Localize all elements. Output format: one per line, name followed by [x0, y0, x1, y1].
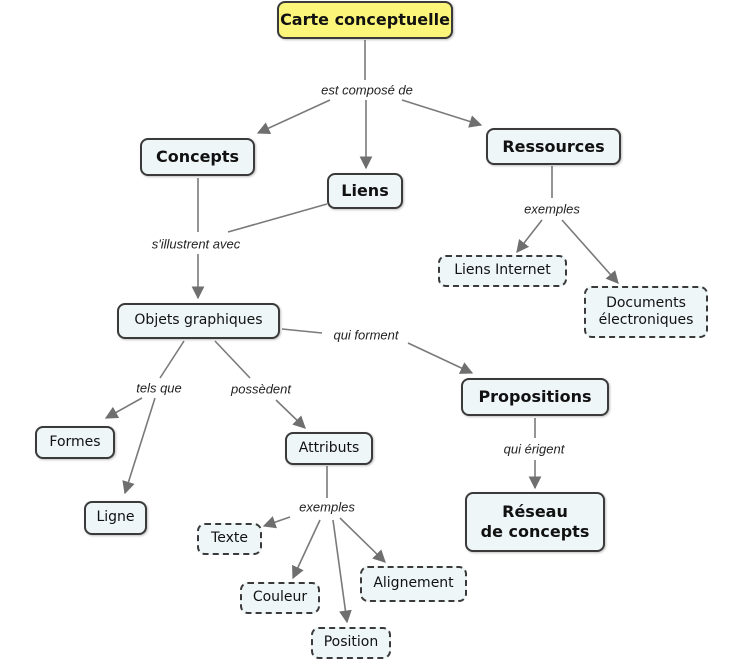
node-label: Liens Internet	[454, 262, 551, 279]
edge-label-to-texte	[262, 516, 291, 529]
link-s-illustrent-avec: s'illustrent avec	[149, 236, 243, 252]
node-label: Formes	[49, 433, 101, 450]
edge-tels-que-to-formes	[104, 397, 143, 419]
edge-label-to-liens-internet	[516, 219, 543, 254]
edge-label-to-concepts	[256, 99, 331, 135]
edge-possedent-to-attributs	[275, 399, 306, 429]
node-ligne[interactable]: Ligne	[84, 501, 147, 535]
node-label: Propositions	[478, 387, 592, 406]
link-qui-erigent: qui érigent	[501, 441, 567, 457]
edge-objets-to-tels-que	[159, 340, 185, 379]
edge-objets-to-label	[281, 328, 323, 334]
node-label: Réseau de concepts	[480, 502, 590, 541]
node-objets-graphiques[interactable]: Objets graphiques	[117, 303, 280, 339]
link-exemples-ressources: exemples	[522, 201, 582, 217]
node-label: Couleur	[252, 589, 308, 606]
node-label: Ligne	[96, 509, 135, 526]
node-label: Objets graphiques	[134, 312, 263, 329]
node-label: Attributs	[298, 439, 360, 456]
node-position[interactable]: Position	[311, 627, 391, 659]
node-label: Texte	[211, 530, 248, 547]
edge-label-to-propositions	[407, 342, 474, 374]
node-label: Carte conceptuelle	[280, 10, 450, 29]
node-liens-internet[interactable]: Liens Internet	[438, 255, 567, 287]
link-tels-que: tels que	[134, 380, 184, 396]
node-label: Ressources	[502, 136, 605, 156]
edge-objets-to-possedent	[214, 340, 251, 379]
edge-label-to-position	[332, 519, 352, 624]
node-carte-conceptuelle[interactable]: Carte conceptuelle	[277, 1, 453, 39]
node-propositions[interactable]: Propositions	[461, 378, 609, 416]
node-formes[interactable]: Formes	[35, 426, 115, 459]
edge-label-to-ressources	[401, 99, 483, 128]
node-reseau-de-concepts[interactable]: Réseau de concepts	[465, 492, 605, 552]
node-texte[interactable]: Texte	[197, 523, 262, 555]
node-label: Alignement	[373, 575, 454, 592]
link-qui-forment: qui forment	[331, 327, 401, 343]
link-exemples-attributs: exemples	[297, 499, 357, 515]
edge-label-to-alignement	[339, 517, 386, 563]
node-label: Position	[323, 634, 379, 651]
node-label: Concepts	[155, 147, 240, 166]
node-ressources[interactable]: Ressources	[486, 128, 621, 165]
node-couleur[interactable]: Couleur	[240, 582, 320, 614]
edge-label-to-couleur	[292, 519, 321, 580]
node-liens[interactable]: Liens	[327, 173, 403, 209]
node-alignement[interactable]: Alignement	[360, 566, 467, 602]
link-est-compose-de: est composé de	[319, 82, 415, 98]
node-attributs[interactable]: Attributs	[285, 432, 373, 465]
edge-liens-to-label	[227, 203, 328, 233]
node-label: Documents électroniques	[598, 294, 694, 329]
node-documents-electroniques[interactable]: Documents électroniques	[584, 286, 708, 338]
edge-label-to-documents	[561, 219, 619, 284]
node-label: Liens	[341, 181, 389, 200]
edge-tels-que-to-ligne	[122, 397, 156, 495]
link-possedent: possèdent	[229, 381, 293, 397]
node-concepts[interactable]: Concepts	[140, 138, 255, 176]
